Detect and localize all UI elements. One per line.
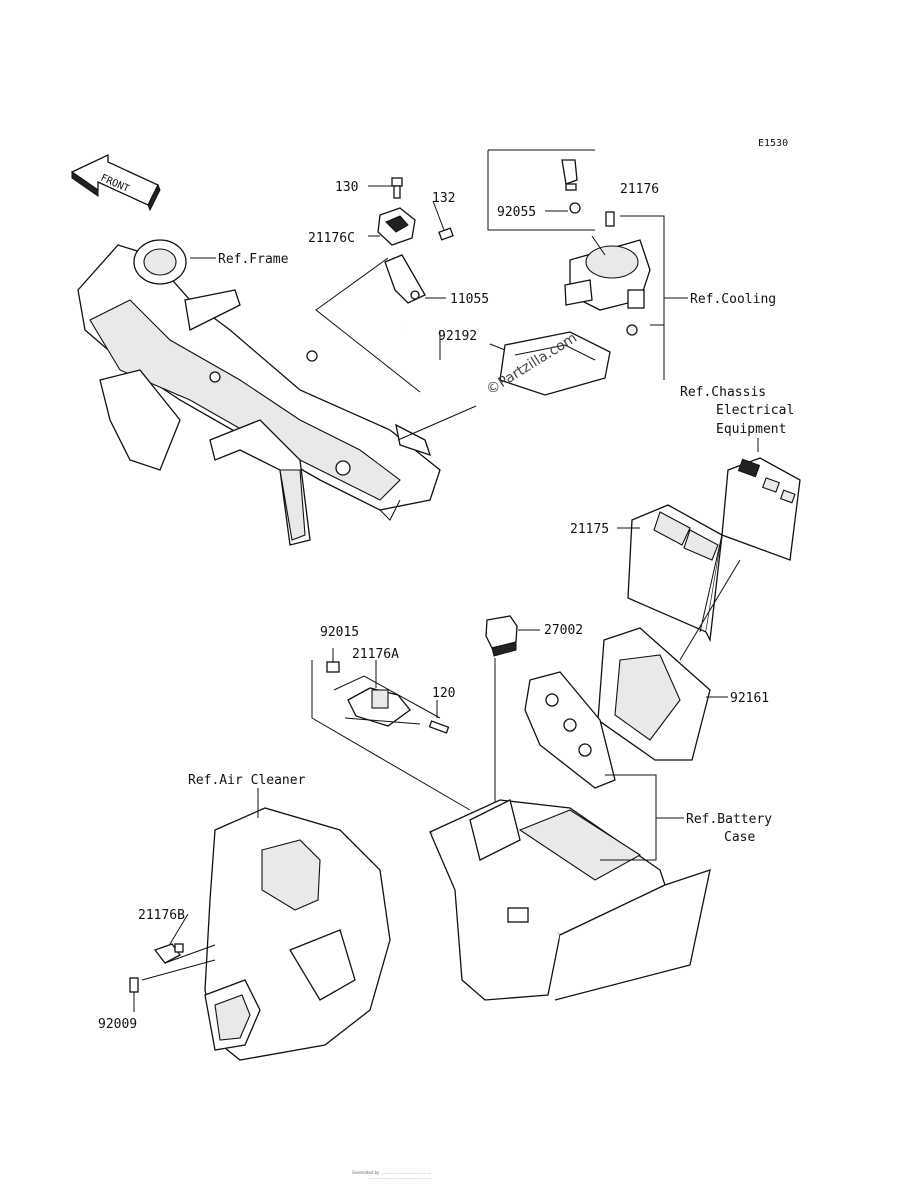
screw-92009-icon: [129, 977, 139, 993]
sensor-21176a-icon: [347, 687, 411, 727]
ref-chassis-line2: Electrical: [716, 403, 794, 418]
part-92055: 92055: [497, 205, 536, 220]
battery-case-icon: [428, 799, 711, 1001]
part-92015: 92015: [320, 625, 359, 640]
ref-air-cleaner: Ref.Air Cleaner: [188, 773, 306, 788]
washer-92055-icon: [569, 202, 581, 214]
ecu-21175-icon: [627, 504, 723, 643]
part-21176: 21176: [620, 182, 659, 197]
part-21176a: 21176A: [352, 647, 399, 662]
part-130: 130: [335, 180, 358, 195]
air-cleaner-icon: [204, 807, 391, 1061]
hose-92192-icon: [403, 327, 491, 390]
chassis-ecu-icon: [721, 457, 801, 561]
ref-cooling: Ref.Cooling: [690, 292, 776, 307]
leader-lines-top: [190, 185, 606, 441]
bushing-92015-icon: [326, 661, 340, 673]
front-arrow-icon: FRONT: [70, 153, 161, 212]
battery-bracket-icon: [524, 671, 616, 789]
bracket-11055-icon: [384, 254, 426, 304]
leader-relay: [494, 629, 540, 815]
ref-battery-line1: Ref.Battery: [686, 812, 772, 827]
ref-chassis-line3: Equipment: [716, 422, 786, 437]
relay-27002-icon: [485, 615, 518, 657]
part-92009: 92009: [98, 1017, 137, 1032]
cooling-ref-line: [620, 215, 688, 380]
part-27002: 27002: [544, 623, 583, 638]
ref-chassis-line1: Ref.Chassis: [680, 385, 766, 400]
diagram-code: E1530: [758, 138, 788, 149]
mounting-plate-icon: [499, 331, 611, 396]
part-21176c: 21176C: [308, 231, 355, 246]
part-92161: 92161: [730, 691, 769, 706]
part-21175: 21175: [570, 522, 609, 537]
bolt-132-icon: [438, 227, 454, 241]
thermostat-housing-icon: [564, 239, 651, 311]
part-132: 132: [432, 191, 455, 206]
part-92192: 92192: [438, 329, 477, 344]
ecu-bracket-92161-icon: [597, 627, 711, 761]
bolt-120-icon: [428, 720, 450, 734]
bolt-21176-icon: [605, 211, 615, 227]
sensor-21176b-icon: [153, 943, 184, 964]
nut-icon: [626, 324, 638, 336]
bolt-130-icon: [391, 177, 403, 199]
leader-ecu: [617, 438, 759, 661]
battery-ref-line: [600, 774, 684, 861]
part-120: 120: [432, 686, 455, 701]
part-21176b: 21176B: [138, 908, 185, 923]
footer-line2: ........................................…: [368, 1175, 432, 1180]
temp-sensor-21176-icon: [561, 159, 578, 191]
sensor-a-bracket-lines: [311, 648, 471, 811]
cooling-bracket-line: [487, 149, 595, 231]
frame-drawing: [77, 239, 441, 546]
part-11055: 11055: [450, 292, 489, 307]
leader-lower-left: [133, 913, 216, 1012]
ref-frame: Ref.Frame: [218, 252, 289, 267]
footer-line1: Generated by ...........................…: [352, 1170, 432, 1175]
ref-battery-line2: Case: [724, 830, 755, 845]
sensor-21176c-icon: [377, 207, 416, 246]
